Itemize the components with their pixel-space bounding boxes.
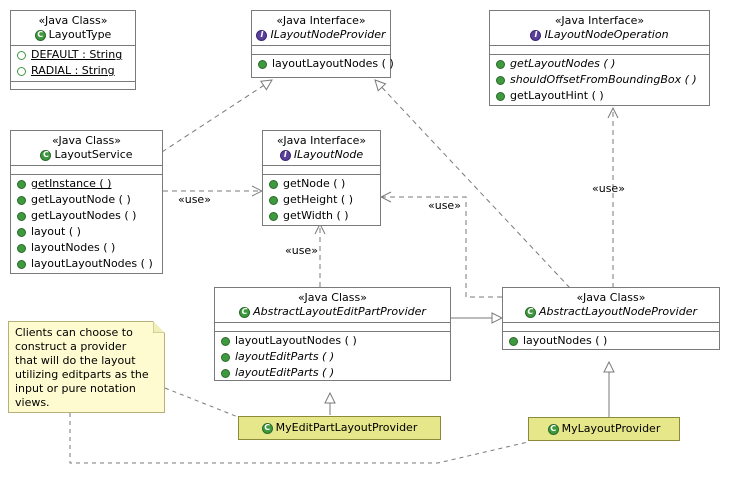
note-comment[interactable]: Clients can choose to construct a provid… bbox=[8, 321, 165, 413]
class-name: ILayoutNodeProvider bbox=[270, 28, 386, 41]
class-icon: C bbox=[547, 423, 559, 435]
stereotype: «Java Class» bbox=[298, 291, 367, 304]
operation: getHeight ( ) bbox=[283, 193, 354, 206]
use-label-layoutservice: «use» bbox=[178, 193, 211, 206]
note-line: construct a provider bbox=[15, 340, 127, 353]
note-fold-corner bbox=[152, 321, 165, 334]
class-name: LayoutType bbox=[48, 28, 112, 41]
note-line: Clients can choose to bbox=[15, 326, 133, 339]
stereotype: «Java Interface» bbox=[276, 14, 366, 27]
interface-icon: I bbox=[530, 29, 542, 41]
operation-icon bbox=[496, 91, 505, 101]
operation-icon bbox=[496, 59, 505, 69]
class-icon: C bbox=[524, 306, 536, 318]
operation-icon bbox=[17, 211, 26, 221]
class-name: AbstractLayoutNodeProvider bbox=[538, 305, 697, 318]
operation: layout ( ) bbox=[31, 225, 81, 238]
class-icon: C bbox=[40, 149, 52, 161]
operation: shouldOffsetFromBoundingBox ( ) bbox=[510, 73, 697, 86]
use-label-operation: «use» bbox=[592, 182, 625, 195]
operation-icon bbox=[221, 352, 230, 362]
class-name: MyEditPartLayoutProvider bbox=[275, 421, 418, 434]
class-name: ILayoutNode bbox=[293, 148, 364, 161]
note-line: views. bbox=[15, 396, 50, 409]
use-nodeprovider-node bbox=[381, 197, 502, 298]
operation-icon bbox=[17, 179, 26, 189]
class-icon: C bbox=[34, 29, 46, 41]
operation: layoutEditParts ( ) bbox=[235, 366, 335, 379]
stereotype: «Java Interface» bbox=[276, 134, 367, 147]
realization-layoutservice-provider bbox=[161, 80, 272, 153]
note-line: that will do the layout bbox=[15, 354, 136, 367]
interface-icon: I bbox=[256, 29, 268, 41]
operation: getLayoutHint ( ) bbox=[510, 89, 604, 102]
operation-icon bbox=[221, 368, 230, 378]
operation: layoutNodes ( ) bbox=[523, 334, 608, 347]
interface-icon: I bbox=[279, 149, 291, 161]
attribute: RADIAL : String bbox=[31, 64, 115, 77]
operation: getInstance ( ) bbox=[31, 177, 112, 190]
note-fold bbox=[152, 321, 165, 334]
attribute-icon bbox=[17, 66, 26, 76]
operation-icon bbox=[17, 195, 26, 205]
operation-icon bbox=[509, 336, 518, 346]
stereotype: «Java Class» bbox=[38, 14, 108, 27]
operation-icon bbox=[17, 227, 26, 237]
operation-icon bbox=[258, 59, 267, 69]
use-label-nodeprovider-node: «use» bbox=[428, 199, 461, 212]
realization-nodeprovider-provider bbox=[375, 80, 571, 289]
class-name: LayoutService bbox=[54, 148, 133, 161]
note-line: input or pure notation bbox=[15, 382, 136, 395]
note-anchor-myedit bbox=[164, 387, 239, 418]
operation: layoutEditParts ( ) bbox=[235, 350, 335, 363]
operation-icon bbox=[17, 259, 26, 269]
operation: getLayoutNodes ( ) bbox=[510, 57, 616, 70]
note-anchor-mylayout bbox=[69, 413, 529, 464]
operation: getLayoutNode ( ) bbox=[31, 193, 131, 206]
operation-icon bbox=[269, 195, 278, 205]
operation: getWidth ( ) bbox=[283, 209, 349, 222]
operation-icon bbox=[496, 75, 505, 85]
operation: layoutLayoutNodes ( ) bbox=[235, 334, 357, 347]
attribute: DEFAULT : String bbox=[31, 48, 123, 61]
operation: layoutLayoutNodes ( ) bbox=[31, 257, 153, 270]
attribute-icon bbox=[17, 50, 26, 60]
stereotype: «Java Class» bbox=[576, 291, 646, 304]
stereotype: «Java Class» bbox=[52, 134, 121, 147]
class-icon: C bbox=[239, 306, 251, 318]
operation: layoutLayoutNodes ( ) bbox=[272, 57, 394, 70]
operation-icon bbox=[269, 211, 278, 221]
stereotype: «Java Interface» bbox=[554, 14, 645, 27]
class-icon: C bbox=[261, 422, 273, 434]
class-name: AbstractLayoutEditPartProvider bbox=[253, 305, 426, 318]
operation-icon bbox=[221, 336, 230, 346]
operation: getNode ( ) bbox=[283, 177, 346, 190]
class-name: ILayoutNodeOperation bbox=[544, 28, 669, 41]
operation: getLayoutNodes ( ) bbox=[31, 209, 137, 222]
use-label-editprovider: «use» bbox=[285, 244, 318, 257]
class-name: MyLayoutProvider bbox=[561, 422, 661, 435]
operation-icon bbox=[17, 243, 26, 253]
operation-icon bbox=[269, 179, 278, 189]
operation: layoutNodes ( ) bbox=[31, 241, 116, 254]
note-line: utilizing editparts as the bbox=[15, 368, 149, 381]
